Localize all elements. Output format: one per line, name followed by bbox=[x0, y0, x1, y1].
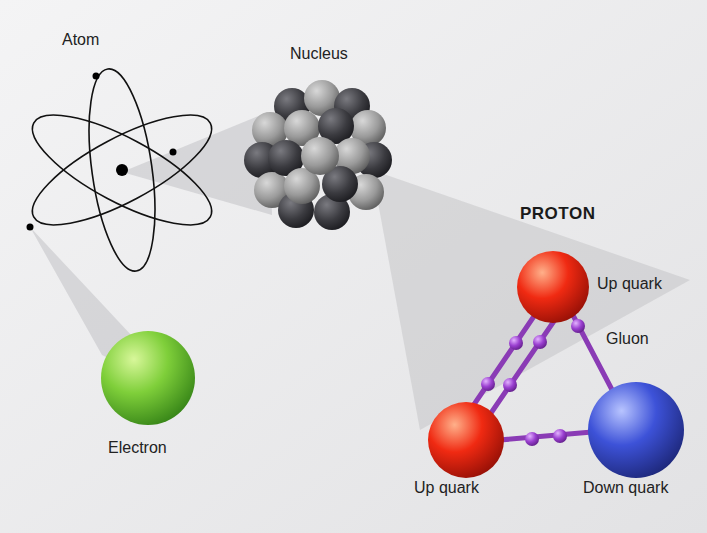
atom-label: Atom bbox=[62, 30, 99, 49]
electron-dot bbox=[27, 224, 34, 231]
quark-label: Down quark bbox=[583, 478, 668, 497]
nucleus-cluster bbox=[244, 80, 392, 230]
nucleus-label: Nucleus bbox=[290, 44, 348, 63]
electron-label: Electron bbox=[108, 438, 167, 457]
down-quark-sphere bbox=[588, 382, 684, 478]
electron-sphere bbox=[101, 331, 195, 425]
atom-nucleus-dot bbox=[116, 164, 128, 176]
electron-dot bbox=[93, 73, 100, 80]
quark-label: Up quark bbox=[414, 478, 479, 497]
electron-dot bbox=[170, 149, 177, 156]
quark-label: Up quark bbox=[597, 274, 662, 293]
gluon-label: Gluon bbox=[606, 329, 649, 348]
up-quark-sphere bbox=[517, 251, 589, 323]
electron-orbits bbox=[19, 65, 226, 275]
up-quark-sphere bbox=[428, 402, 504, 478]
proton-label: PROTON bbox=[520, 204, 595, 224]
